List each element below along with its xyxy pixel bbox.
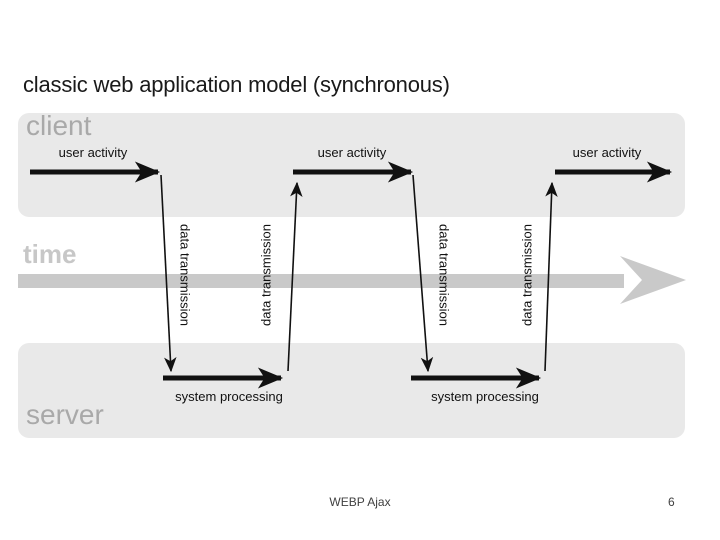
time-lane-label: time [23, 239, 77, 269]
client-lane-band [18, 113, 685, 217]
data-transmission-arrow-down-2 [412, 174, 434, 373]
server-lane-label: server [26, 399, 104, 430]
system-processing-label-1: system processing [175, 389, 283, 404]
data-transmission-label-4: data transmission [519, 224, 535, 326]
data-transmission-arrow-up-1 [287, 181, 303, 372]
data-transmission-label-1: data transmission [177, 224, 193, 326]
client-lane-label: client [26, 110, 92, 141]
data-transmission-label-3: data transmission [436, 224, 452, 326]
data-transmission-arrow-down-1 [160, 174, 177, 373]
system-processing-label-2: system processing [431, 389, 539, 404]
data-transmission-arrow-up-2 [544, 181, 558, 372]
footer-page-number: 6 [668, 495, 675, 509]
user-activity-label-2: user activity [317, 145, 387, 160]
data-transmission-label-2: data transmission [258, 224, 274, 326]
server-lane-band [18, 343, 685, 438]
footer-title: WEBP Ajax [329, 495, 391, 509]
user-activity-label-3: user activity [572, 145, 642, 160]
user-activity-label-1: user activity [58, 145, 128, 160]
slide-title: classic web application model (synchrono… [23, 72, 450, 97]
time-arrow-shaft [18, 274, 624, 288]
time-arrow-head-icon [620, 256, 686, 304]
